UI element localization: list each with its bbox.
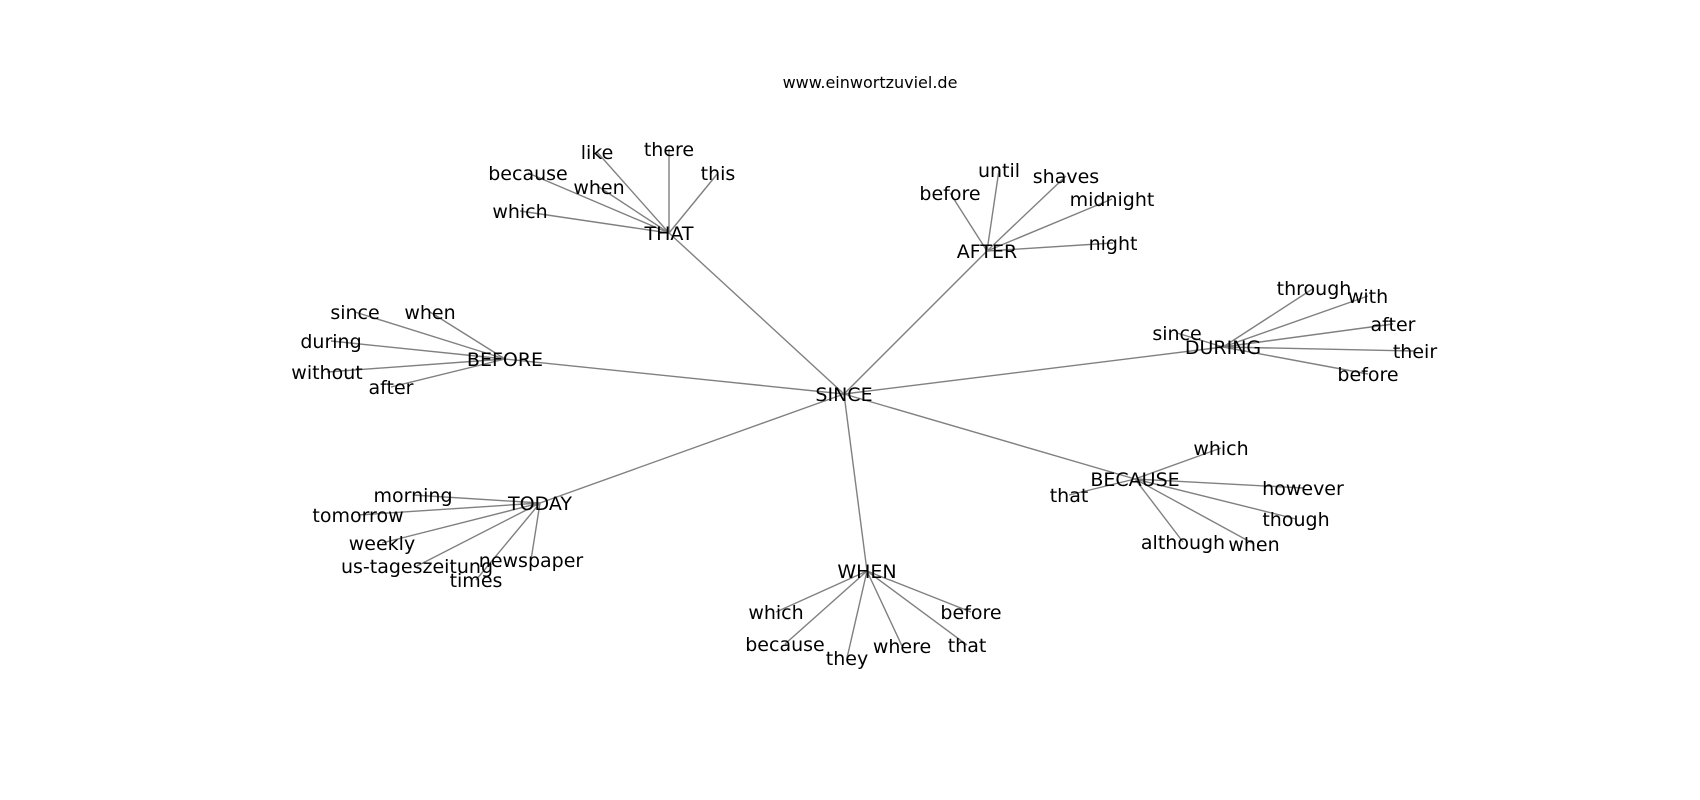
leaf-node-because-although: although <box>1141 532 1225 554</box>
edge-today-times <box>475 502 541 581</box>
edge-today-tomorrow <box>357 502 541 516</box>
leaf-node-when-before: before <box>940 602 1001 624</box>
edge-when-which <box>775 570 868 613</box>
edge-after-until <box>986 169 1000 252</box>
edge-because-when <box>1134 478 1255 545</box>
leaf-node-during-through: through <box>1277 278 1352 300</box>
edge-because-though <box>1134 478 1297 520</box>
leaf-node-when-that: that <box>948 635 987 657</box>
edge-because-which <box>1134 447 1222 480</box>
edge-when-where <box>866 570 903 647</box>
leaf-node-that-which: which <box>492 201 547 223</box>
leaf-node-when-they: they <box>826 648 868 670</box>
leaf-node-that-because: because <box>488 163 567 185</box>
edge-root-because <box>843 393 1136 480</box>
root-node: SINCE <box>815 384 872 406</box>
edge-after-night <box>986 242 1114 252</box>
leaf-node-when-where: where <box>873 636 931 658</box>
edge-root-that <box>668 232 845 395</box>
edge-root-before <box>504 358 845 395</box>
edge-when-because <box>784 570 868 645</box>
edge-today-newspaper <box>530 502 541 561</box>
edge-after-midnight <box>986 198 1113 252</box>
edge-root-during <box>843 346 1224 395</box>
leaf-node-after-midnight: midnight <box>1070 189 1155 211</box>
edge-during-before <box>1222 346 1369 375</box>
edges-layer <box>326 149 1416 659</box>
edge-before-without <box>326 358 506 373</box>
edge-because-that <box>1068 478 1136 496</box>
leaf-node-during-after: after <box>1371 314 1416 336</box>
leaf-node-during-before: before <box>1337 364 1398 386</box>
edge-that-this <box>668 172 719 234</box>
leaf-node-during-since: since <box>1152 323 1201 345</box>
edge-root-when <box>843 393 868 572</box>
edge-that-when <box>598 186 670 234</box>
leaf-node-that-like: like <box>581 142 614 164</box>
leaf-node-that-there: there <box>644 139 694 161</box>
leaf-node-before-since: since <box>330 302 379 324</box>
leaf-node-before-when: when <box>404 302 455 324</box>
edge-during-through <box>1222 287 1315 348</box>
edge-during-since <box>1176 332 1224 348</box>
hub-node-before: BEFORE <box>467 349 543 371</box>
leaf-node-today-weekly: weekly <box>349 533 415 555</box>
leaf-node-when-which: which <box>748 602 803 624</box>
leaf-node-after-until: until <box>978 160 1020 182</box>
leaf-node-after-shaves: shaves <box>1033 166 1099 188</box>
leaf-node-today-times: times <box>450 570 503 592</box>
edge-when-before <box>866 570 972 613</box>
edge-during-after <box>1222 323 1394 348</box>
leaf-node-before-after: after <box>369 377 414 399</box>
edge-before-after <box>390 358 506 388</box>
leaf-node-before-during: during <box>300 331 361 353</box>
leaf-node-today-newspaper: newspaper <box>479 550 584 572</box>
leaf-node-because-when: when <box>1228 534 1279 556</box>
leaf-node-because-though: though <box>1262 509 1329 531</box>
leaf-node-today-tomorrow: tomorrow <box>312 505 403 527</box>
edge-when-they <box>846 570 868 659</box>
leaf-node-because-however: however <box>1262 478 1344 500</box>
leaf-node-today-us-tageszeitung: us-tageszeitung <box>341 556 493 578</box>
edge-root-today <box>539 393 845 504</box>
edge-today-morning <box>412 494 541 504</box>
hub-node-because: BECAUSE <box>1090 469 1179 491</box>
edge-after-shaves <box>986 175 1067 252</box>
edge-before-when <box>429 311 506 360</box>
hub-node-when: WHEN <box>837 561 896 583</box>
hub-node-after: AFTER <box>957 241 1017 263</box>
leaf-node-before-without: without <box>291 362 362 384</box>
edge-today-weekly <box>381 502 541 544</box>
edge-before-since <box>354 311 506 360</box>
edge-when-that <box>866 570 968 646</box>
edge-today-us-tageszeitung <box>416 502 541 567</box>
leaf-node-during-their: their <box>1393 341 1437 363</box>
edge-that-because <box>527 172 670 234</box>
hub-node-during: DURING <box>1185 337 1261 359</box>
site-title: www.einwortzuviel.de <box>783 73 958 92</box>
edge-after-before <box>949 192 988 252</box>
leaf-node-that-when: when <box>573 177 624 199</box>
edge-during-their <box>1222 346 1416 352</box>
hub-node-today: TODAY <box>507 493 572 515</box>
hub-node-that: THAT <box>643 223 693 245</box>
leaf-node-that-this: this <box>701 163 736 185</box>
edge-because-although <box>1134 478 1184 543</box>
leaf-node-after-night: night <box>1089 233 1138 255</box>
leaf-node-today-morning: morning <box>373 485 452 507</box>
edge-root-after <box>843 250 988 395</box>
edge-that-which <box>519 210 670 234</box>
leaf-node-after-before: before <box>919 183 980 205</box>
edge-because-however <box>1134 478 1304 489</box>
leaf-node-when-because: because <box>745 634 824 656</box>
edge-before-during <box>330 340 506 360</box>
leaf-node-because-that: that <box>1050 485 1089 507</box>
leaf-node-because-which: which <box>1193 438 1248 460</box>
leaf-node-during-with: with <box>1348 286 1388 308</box>
edge-during-with <box>1222 295 1369 348</box>
edge-that-like <box>596 151 670 234</box>
